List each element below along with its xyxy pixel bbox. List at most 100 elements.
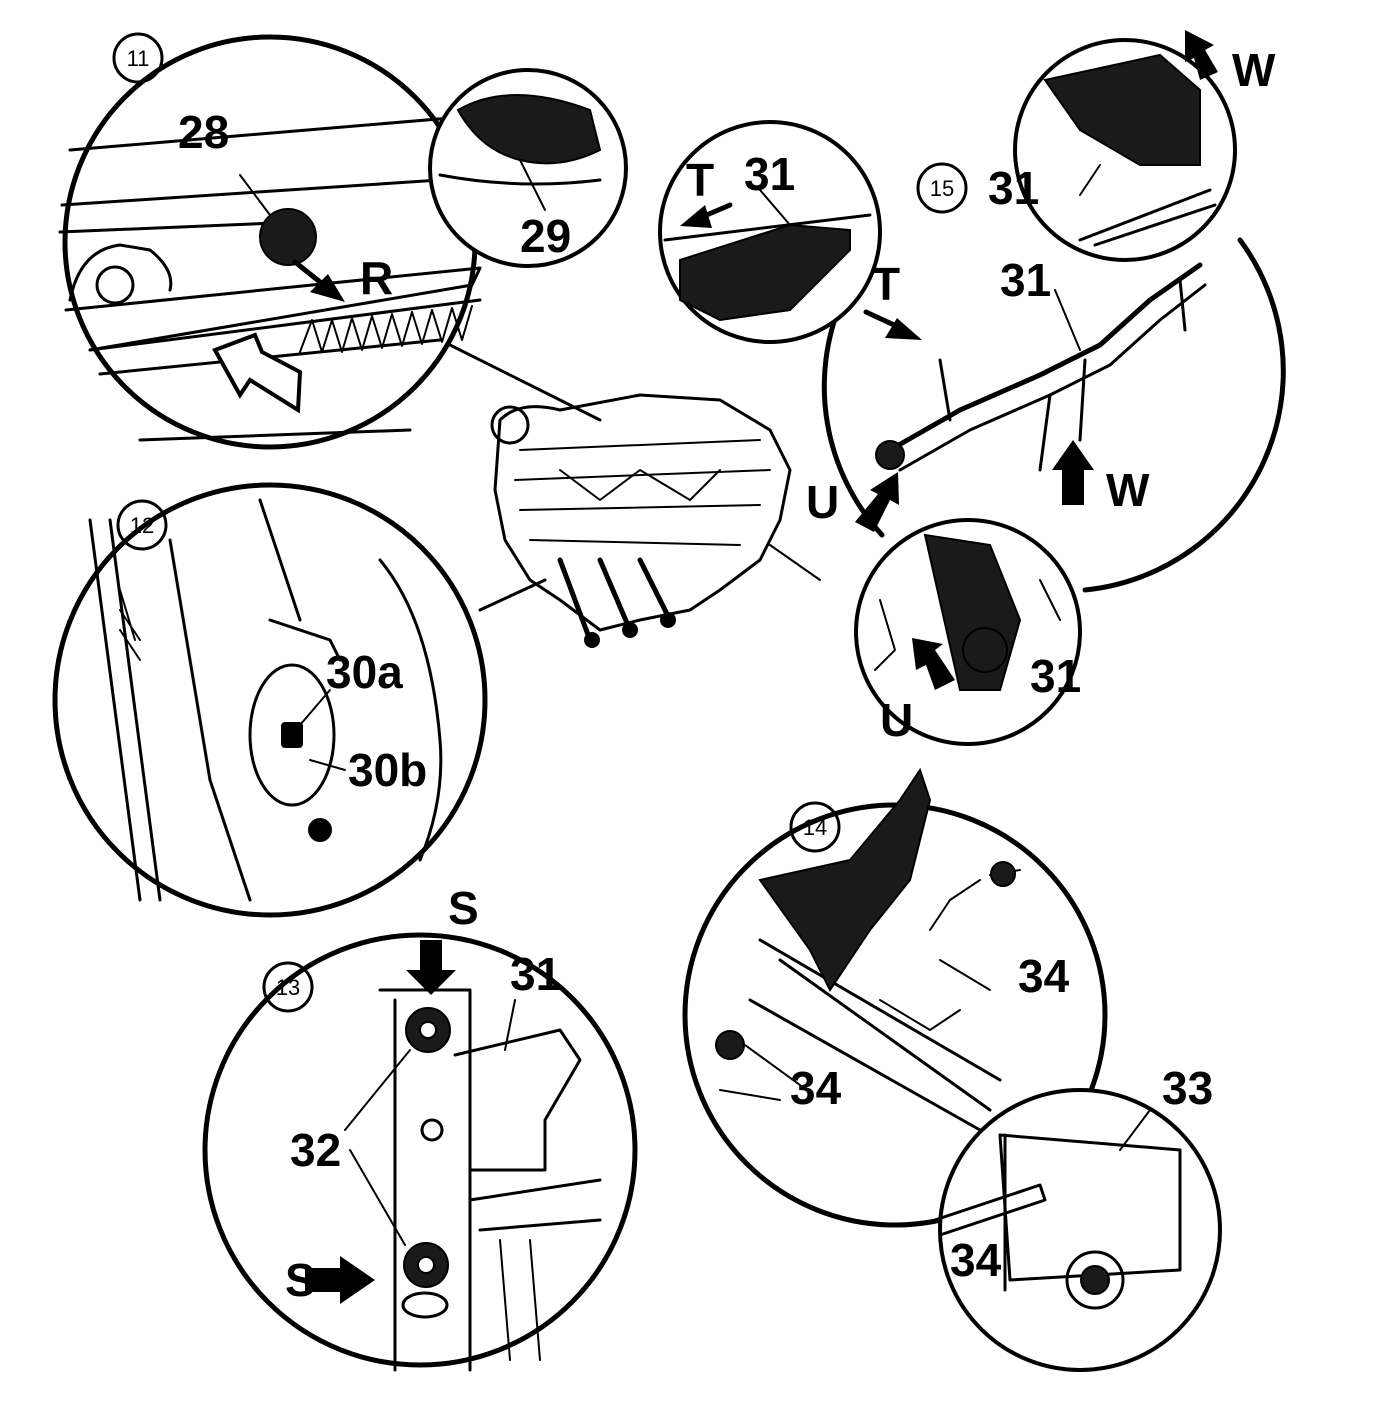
bracket-hole <box>95 265 135 305</box>
inset-w-part <box>1043 53 1201 166</box>
crossmember-brackets <box>938 278 1187 472</box>
leader-31-15 <box>1054 289 1081 351</box>
detail-15: 15 31 T W U <box>806 162 1286 593</box>
step-badge-12 <box>116 499 168 551</box>
inset-u-detail <box>874 579 1061 671</box>
arrow-w-inset <box>1185 30 1218 80</box>
leader-33 <box>1119 1109 1151 1151</box>
inset-w-line <box>1078 188 1217 247</box>
reservoir-cap <box>490 405 530 445</box>
callout-31-13: 31 <box>510 948 561 1000</box>
arrow-w-main <box>1052 440 1094 505</box>
arrow-t-head <box>885 318 922 340</box>
detail-15-arc <box>1082 237 1286 593</box>
mount-left <box>875 440 905 470</box>
detail-15-arc <box>821 297 885 538</box>
pedal-pad <box>660 612 676 628</box>
step-number-15: 15 <box>930 176 954 201</box>
leader-30b <box>309 759 346 771</box>
detail-14: 14 34 34 <box>682 767 1108 1228</box>
bracket-31 <box>453 1028 582 1172</box>
bolt-32-top-head <box>419 1021 437 1039</box>
callout-31-t: 31 <box>744 148 795 200</box>
arrow-u-main <box>855 472 899 532</box>
arrow-label-u-inset: U <box>880 694 913 746</box>
rod-top <box>258 498 302 622</box>
bolt-34-top <box>990 861 1016 887</box>
leader-29 <box>519 159 546 211</box>
step-badge-11 <box>112 32 164 84</box>
callout-30a: 30a <box>326 646 403 698</box>
callout-29: 29 <box>520 210 571 262</box>
arrow-u-inset <box>912 638 955 690</box>
rail <box>88 298 482 352</box>
frame-line <box>68 116 452 152</box>
pulley <box>248 663 336 807</box>
detail-12: 12 30a 30b <box>52 482 547 918</box>
arrow-label-t-inset: T <box>686 154 714 206</box>
callout-34-top: 34 <box>1018 950 1070 1002</box>
callout-32: 32 <box>290 1124 341 1176</box>
callout-34-bottom: 34 <box>950 1234 1002 1286</box>
callout-30b: 30b <box>348 744 427 796</box>
step-number-13: 13 <box>276 975 300 1000</box>
pedal-pad <box>622 622 638 638</box>
screwdriver <box>933 1183 1047 1237</box>
column <box>378 988 472 1372</box>
arrow-label-s-top: S <box>448 882 479 934</box>
spring <box>119 589 141 661</box>
bracket-lines <box>468 1178 602 1232</box>
rail <box>138 428 412 442</box>
detail-11: 11 28 R <box>58 32 602 450</box>
bracket-part <box>758 767 932 992</box>
arrow-t-inset-head <box>680 205 712 228</box>
nut-30b <box>308 818 332 842</box>
step-number-14: 14 <box>803 815 827 840</box>
detail-15-inset-u: U 31 <box>854 518 1082 746</box>
pedal-arms <box>557 557 673 643</box>
bracket <box>68 243 173 302</box>
assembly-ribs <box>514 439 771 546</box>
leader-31-w <box>1079 164 1101 196</box>
bolt-34-mid <box>715 1030 745 1060</box>
leader-31-13 <box>504 999 516 1051</box>
rod <box>168 538 252 902</box>
link-line-12 <box>478 578 547 612</box>
step-badge-13 <box>262 961 314 1013</box>
rail <box>64 266 482 352</box>
inset-u-hub <box>962 627 1008 673</box>
nut-28 <box>259 208 317 266</box>
detail-13-circle <box>202 932 638 1368</box>
callout-33: 33 <box>1162 1062 1213 1114</box>
arrow-s-left <box>305 1256 375 1304</box>
fastener-34 <box>1065 1250 1125 1310</box>
arrow-s-top <box>406 940 456 995</box>
callout-34-mid: 34 <box>790 1062 842 1114</box>
arrow-label-w-inset: W <box>1232 44 1276 96</box>
detail-13: 13 S S 31 32 <box>202 882 638 1372</box>
callout-31-w: 31 <box>988 162 1039 214</box>
assembly-outline <box>493 393 792 632</box>
leader-30a <box>299 689 331 726</box>
detail-11-inset: 29 <box>428 68 628 268</box>
step-number-12: 12 <box>130 513 154 538</box>
housing <box>378 558 443 862</box>
rack-teeth <box>299 305 473 353</box>
inset-t-line <box>663 213 872 242</box>
leader-31-t <box>759 189 791 226</box>
leader-28 <box>239 174 271 216</box>
step-number-11: 11 <box>127 46 150 71</box>
column-lower <box>499 1239 541 1361</box>
crossmember-31-edge <box>898 283 1207 472</box>
leaders-32 <box>344 1049 411 1246</box>
clip-30a <box>281 722 303 748</box>
push-arrow <box>212 332 303 414</box>
assembly-cable <box>769 544 821 581</box>
clip-holder <box>268 618 342 662</box>
assembly-detail <box>559 469 721 501</box>
hole <box>420 1118 444 1142</box>
slot <box>401 1291 449 1319</box>
detail-14-inset: 33 34 <box>933 1062 1222 1372</box>
pillar <box>88 518 162 902</box>
arrow-label-s-left: S <box>285 1254 316 1306</box>
